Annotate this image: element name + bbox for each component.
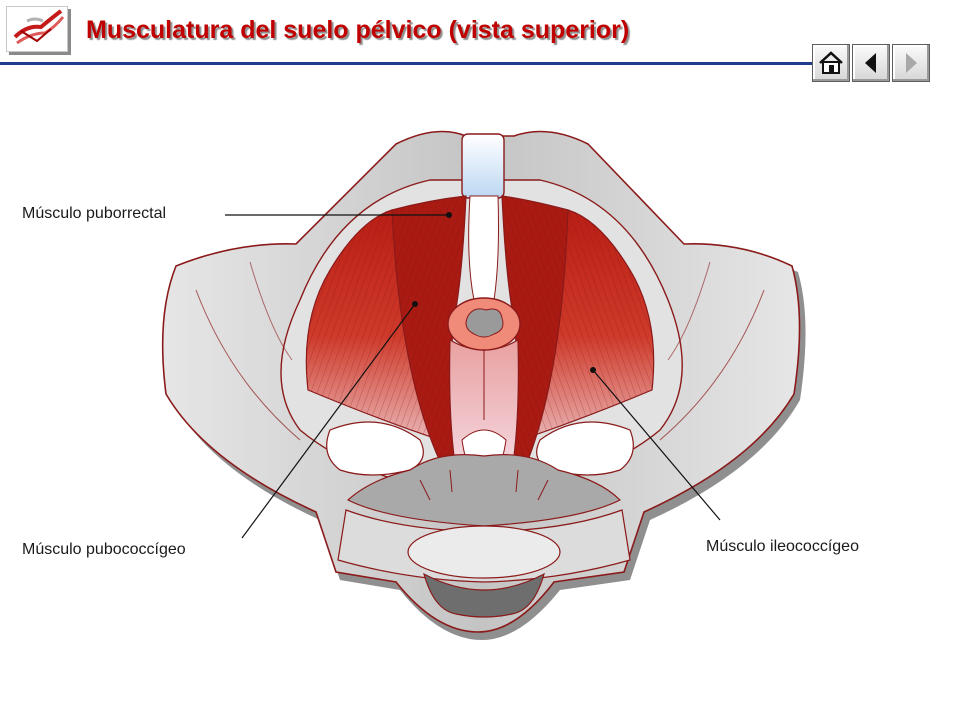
- triangle-right-icon: [906, 53, 917, 73]
- pointer-dot-iliococcygeal: [590, 367, 596, 373]
- leader-line-pubococcygeal: [241, 303, 416, 539]
- sacrum: [346, 454, 622, 527]
- pubic-symphysis: [461, 133, 505, 199]
- pelvis-logo-icon: [13, 9, 65, 45]
- home-button[interactable]: [812, 44, 850, 82]
- nav-bar: [812, 44, 930, 82]
- lumbar-vertebra: [423, 572, 545, 618]
- label-iliococcygeal: Músculo ileococcígeo: [706, 538, 859, 555]
- header-rule: [0, 62, 812, 65]
- page-title: Musculatura del suelo pélvico (vista sup…: [86, 16, 630, 44]
- label-puborectal: Músculo puborrectal: [22, 205, 167, 222]
- home-icon: [819, 51, 843, 74]
- pointer-dot-puborectal: [446, 212, 452, 218]
- urogenital-hiatus: [468, 195, 499, 301]
- triangle-left-icon: [865, 53, 876, 73]
- app-logo: [6, 6, 68, 52]
- next-button[interactable]: [892, 44, 930, 82]
- previous-button[interactable]: [852, 44, 890, 82]
- leader-line-iliococcygeal: [592, 369, 721, 521]
- pointer-dot-pubococcygeal: [412, 301, 418, 307]
- label-pubococcygeal: Músculo pubococcígeo: [22, 541, 186, 558]
